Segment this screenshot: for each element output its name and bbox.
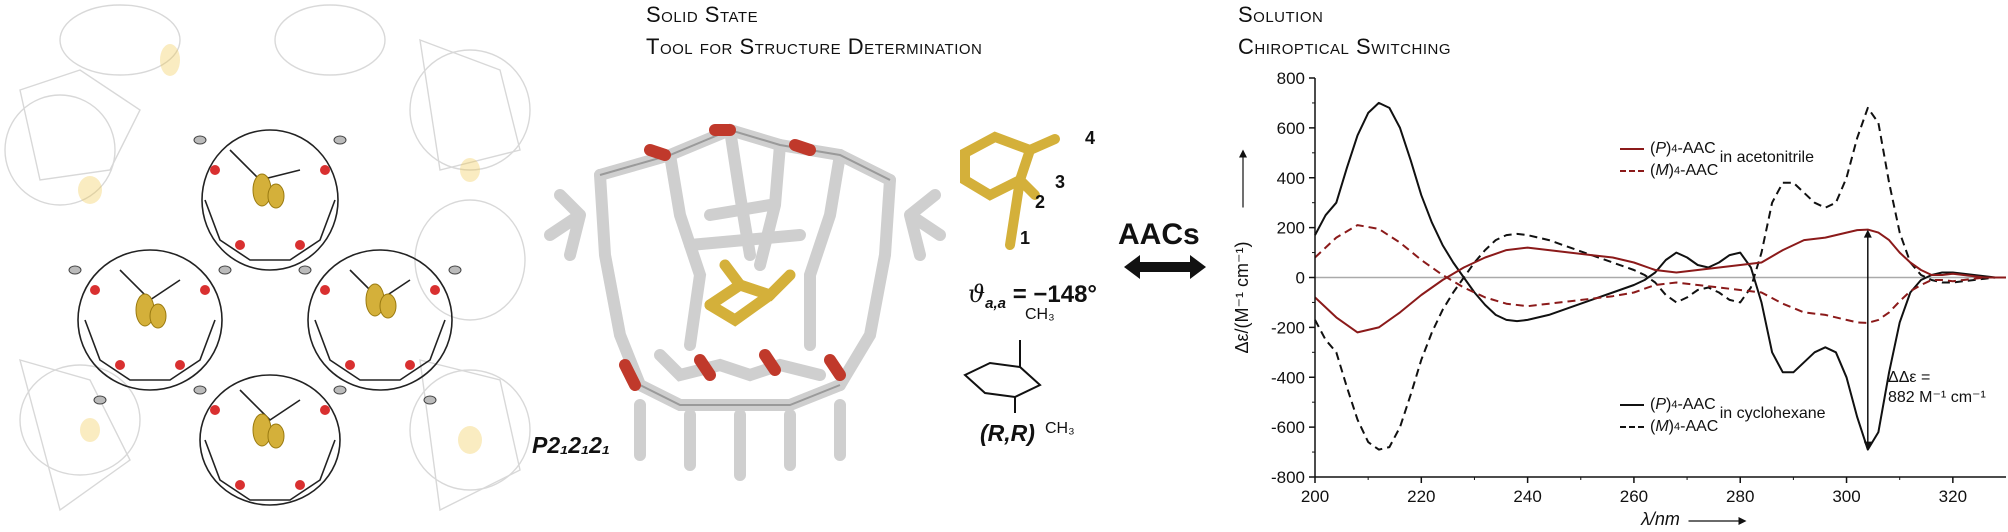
ddeps-annotation-line1: ΔΔε = [1888, 369, 1931, 386]
y-tick-label: -200 [1271, 318, 1305, 337]
series-line-m-4-aac-in-acetonitrile [1314, 224, 2006, 324]
series-line-m-4-aac-in-cyclohexane [1314, 106, 2006, 451]
space-group-label: P2₁2₁2₁ [532, 432, 611, 458]
y-tick-label: -400 [1271, 368, 1305, 387]
legend-line-solid [1620, 148, 1644, 150]
y-axis-arrowhead [1239, 149, 1247, 158]
y-tick-label: 600 [1277, 119, 1305, 138]
legend-text-italic: P [1655, 396, 1666, 413]
solid-state-subheading: Tool for Structure Determination [646, 34, 983, 59]
x-tick-label: 280 [1726, 487, 1754, 506]
legend-text-suffix: -AAC [1680, 418, 1719, 435]
solution-subheading: Chiroptical Switching [1238, 34, 1452, 59]
series-line-p-4-aac-in-acetonitrile [1314, 228, 2006, 334]
x-tick-label: 260 [1620, 487, 1648, 506]
x-tick-label: 320 [1939, 487, 1967, 506]
dihedral-subscript: a,a [985, 294, 1007, 312]
double-arrow-icon [1124, 255, 1206, 279]
ddeps-annotation: ΔΔε = 882 M⁻¹ cm⁻¹ [1888, 368, 1986, 408]
x-axis-arrowhead [1738, 517, 1747, 525]
y-tick-label: -600 [1271, 418, 1305, 437]
legend-text-pre: ( [1650, 162, 1656, 179]
x-tick-label: 200 [1301, 487, 1329, 506]
y-axis-label: Δε/(M⁻¹ cm⁻¹) [1232, 241, 1252, 353]
x-tick-label: 300 [1832, 487, 1860, 506]
legend-text-post: ) [1666, 396, 1672, 413]
legend-text-post: ) [1668, 162, 1674, 179]
x-tick-label: 220 [1407, 487, 1435, 506]
legend-text-sub: 4 [1671, 143, 1678, 155]
legend-solvent-cyclohexane: in cyclohexane [1719, 405, 1826, 422]
legend-entry: (P)4-AAC in acetonitrile [1620, 138, 1814, 166]
series-line-p-4-aac-in-cyclohexane [1314, 101, 2006, 451]
y-tick-label: 400 [1277, 169, 1305, 188]
legend-text-pre: ( [1650, 140, 1656, 157]
legend-text-sub: 4 [1673, 165, 1681, 177]
y-tick-label: 200 [1277, 219, 1305, 238]
switch-label: AACs [1118, 218, 1200, 251]
ddeps-annotation-line2: 882 M⁻¹ cm⁻¹ [1888, 389, 1986, 406]
dihedral-symbol: ϑ [968, 280, 986, 308]
atom-label-3: 3 [1055, 172, 1066, 192]
ddeps-arrowhead-bottom [1863, 441, 1872, 450]
legend-text-suffix: -AAC [1680, 162, 1719, 179]
legend-text-sub: 4 [1673, 421, 1681, 433]
legend-line-dashed [1620, 426, 1644, 428]
host-guest-structure-image [544, 123, 946, 481]
dimethylcyclohexane-structure [963, 340, 1042, 413]
y-tick-label: 800 [1277, 69, 1305, 88]
stereo-descriptor: (R,R) [980, 420, 1035, 446]
legend-text-suffix: -AAC [1677, 140, 1716, 157]
legend-cyclohexane: (P)4-AAC in cyclohexane (M)4-AAC [1620, 394, 1826, 438]
legend-text-pre: ( [1650, 418, 1656, 435]
dihedral-value: = −148° [1012, 281, 1098, 308]
legend-acetonitrile: (P)4-AAC in acetonitrile (M)4-AAC [1620, 138, 1814, 182]
ddeps-arrowhead-top [1863, 229, 1872, 238]
x-tick-label: 240 [1513, 487, 1541, 506]
x-axis-label: λ/nm [1640, 509, 1680, 529]
y-tick-label: -800 [1271, 468, 1305, 487]
atom-label-2: 2 [1035, 192, 1046, 212]
legend-text-post: ) [1668, 418, 1674, 435]
legend-line-dashed [1620, 170, 1644, 172]
methyl-bottom-label: CH₃ [1045, 420, 1075, 437]
atom-label-1: 1 [1020, 228, 1031, 248]
legend-text-italic: P [1655, 140, 1666, 157]
legend-entry: (M)4-AAC [1620, 416, 1826, 438]
y-tick-label: 0 [1296, 269, 1305, 288]
legend-text-suffix: -AAC [1677, 396, 1716, 413]
legend-entry: (M)4-AAC [1620, 160, 1814, 182]
crystal-packing-image [0, 0, 540, 532]
legend-line-solid [1620, 404, 1644, 406]
legend-text-sub: 4 [1671, 399, 1678, 411]
atom-label-4: 4 [1085, 128, 1096, 148]
dihedral-angle-label: ϑa,a = −148° [968, 280, 1097, 312]
legend-text-italic: M [1655, 418, 1669, 435]
legend-solvent-acetonitrile: in acetonitrile [1719, 149, 1814, 166]
guest-conformation-image [960, 131, 1060, 250]
legend-entry: (P)4-AAC in cyclohexane [1620, 394, 1826, 422]
legend-text-italic: M [1655, 162, 1669, 179]
methyl-top-label: CH₃ [1025, 306, 1055, 323]
solid-state-heading: Solid State [646, 2, 759, 27]
solution-heading: Solution [1238, 2, 1324, 27]
legend-text-pre: ( [1650, 396, 1656, 413]
legend-text-post: ) [1666, 140, 1672, 157]
